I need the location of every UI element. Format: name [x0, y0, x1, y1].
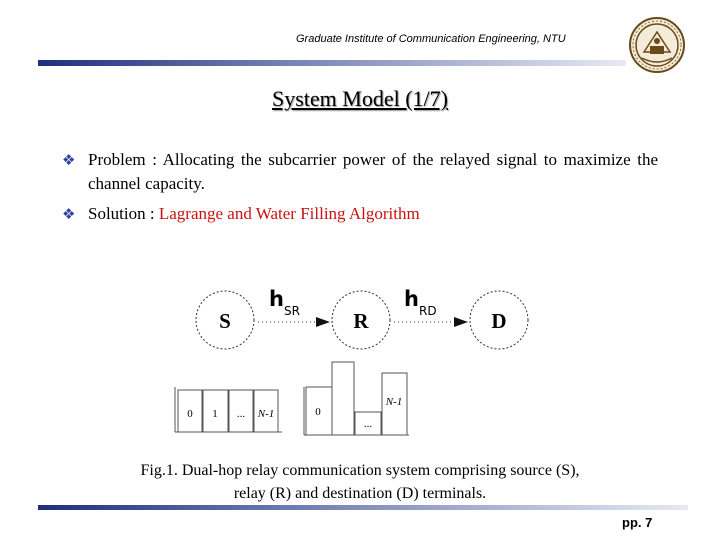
link-rd-h: h: [404, 287, 419, 311]
bullet-solution-label: Solution :: [88, 204, 159, 223]
page-number: pp. 7: [622, 515, 653, 530]
node-destination-label: D: [491, 309, 506, 333]
node-relay: R: [331, 290, 391, 350]
node-relay-label: R: [353, 309, 369, 333]
header-divider: [38, 60, 626, 66]
subcarrier-blocks-relay: 0 ... N-1: [303, 361, 409, 436]
node-source-label: S: [219, 309, 231, 333]
link-rd: h RD: [394, 287, 468, 327]
footer-divider: [38, 505, 688, 510]
node-source: S: [195, 290, 255, 350]
link-sr: h SR: [258, 287, 330, 327]
block-label-0: 0: [315, 406, 321, 418]
block-label-n-1: N-1: [385, 396, 403, 408]
block-label-dots: ...: [364, 418, 373, 430]
link-sr-subscript: SR: [284, 304, 300, 318]
link-rd-subscript: RD: [419, 304, 437, 318]
slide-title: System Model (1/7): [272, 86, 448, 111]
diamond-bullet-icon: ❖: [62, 205, 76, 223]
block-label-dots: ...: [237, 408, 246, 420]
node-destination: D: [469, 290, 529, 350]
bullet-solution-highlight: Lagrange and Water Filling Algorithm: [158, 204, 420, 223]
link-sr-h: h: [269, 287, 284, 311]
bullet-solution: ❖ Solution : Lagrange and Water Filling …: [62, 202, 420, 226]
header-institute: Graduate Institute of Communication Engi…: [296, 33, 566, 45]
block-label-n-1: N-1: [257, 408, 275, 420]
subcarrier-blocks-source: 0 1 ... N-1: [174, 387, 282, 433]
bullet-problem: ❖ Problem : Allocating the subcarrier po…: [62, 148, 658, 196]
figure-caption: Fig.1. Dual-hop relay communication syst…: [140, 462, 580, 502]
arrow-icon: [454, 317, 468, 327]
block-label-0: 0: [187, 408, 193, 420]
ntu-seal-logo: [629, 17, 685, 73]
diamond-bullet-icon: ❖: [62, 151, 76, 169]
bullet-problem-text: Problem : Allocating the subcarrier powe…: [88, 150, 658, 193]
relay-system-diagram: S R D h SR h RD 0 1 ... N-1: [174, 287, 529, 436]
block-label-1: 1: [212, 408, 218, 420]
arrow-icon: [316, 317, 330, 327]
